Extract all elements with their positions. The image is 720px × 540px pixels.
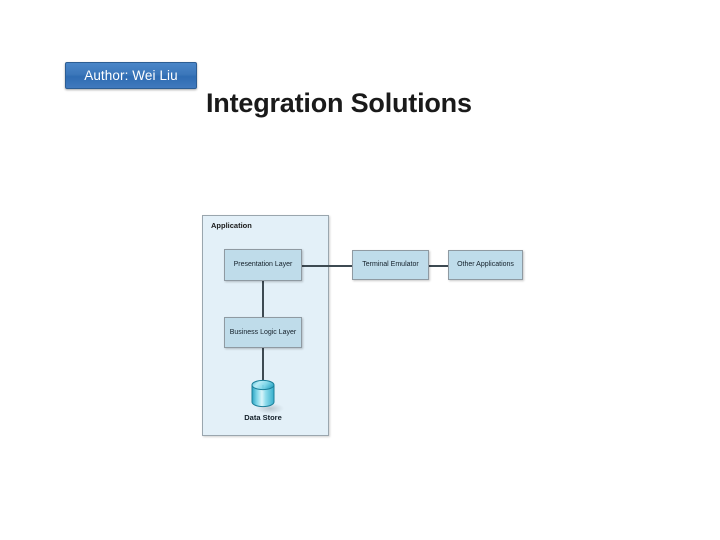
node-presentation-layer[interactable]: Presentation Layer	[224, 249, 302, 281]
data-store-cylinder-icon[interactable]	[246, 378, 286, 422]
data-store-label: Data Store	[244, 413, 282, 422]
connector-presentation-to-terminal	[300, 265, 354, 267]
node-presentation-layer-label: Presentation Layer	[233, 261, 293, 269]
node-other-applications-label: Other Applications	[457, 261, 514, 269]
node-business-logic-layer-label: Business Logic Layer	[229, 328, 297, 336]
node-terminal-emulator[interactable]: Terminal Emulator	[352, 250, 429, 280]
connector-presentation-to-business-logic	[262, 279, 264, 319]
author-badge-label: Author: Wei Liu	[84, 67, 178, 83]
node-terminal-emulator-label: Terminal Emulator	[362, 261, 419, 269]
application-boundary-label: Application	[211, 221, 252, 230]
node-business-logic-layer[interactable]: Business Logic Layer	[224, 317, 302, 348]
page-title: Integration Solutions	[206, 88, 472, 118]
node-other-applications[interactable]: Other Applications	[448, 250, 523, 280]
author-badge: Author: Wei Liu	[65, 62, 197, 89]
connector-terminal-to-other-applications	[427, 265, 450, 267]
connector-business-logic-to-data-store	[262, 346, 264, 382]
